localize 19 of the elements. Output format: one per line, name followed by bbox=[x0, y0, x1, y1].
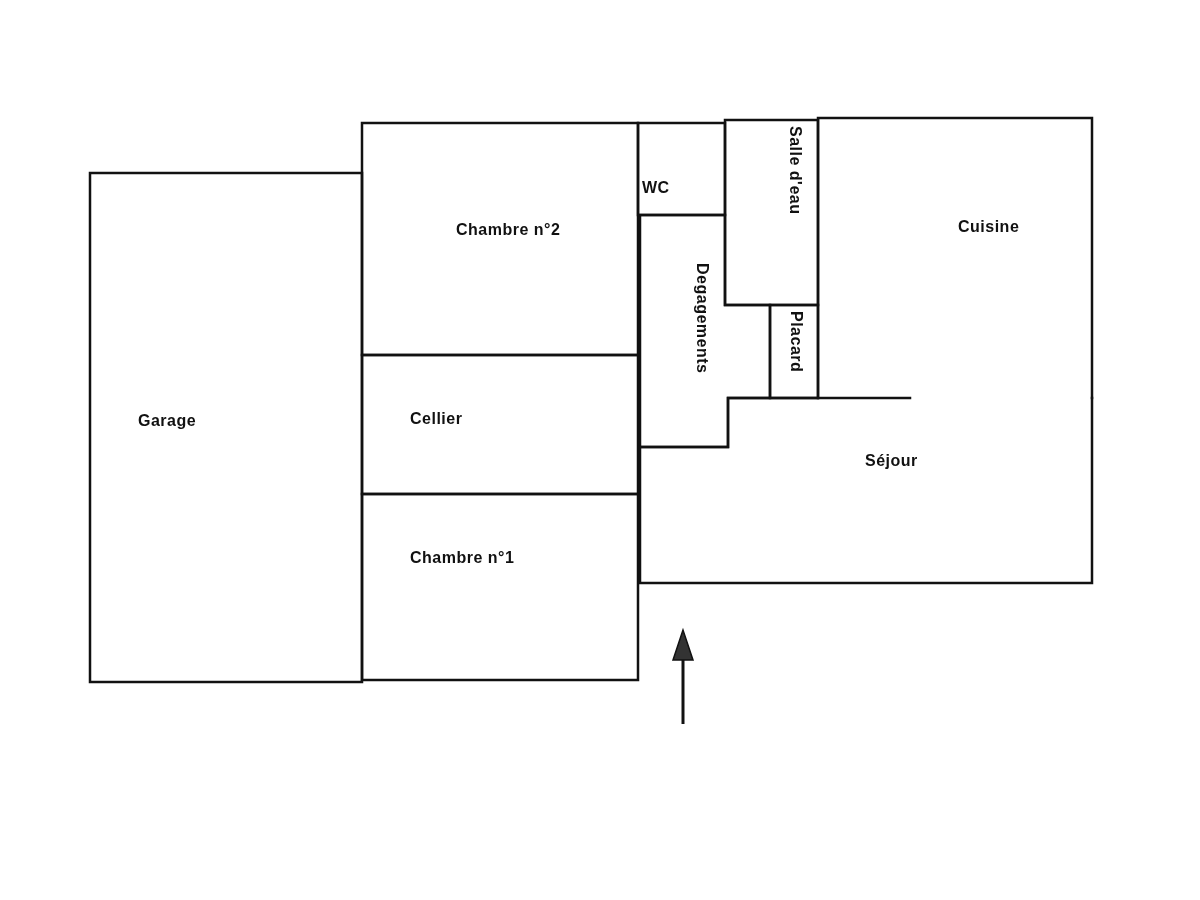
room bbox=[362, 494, 638, 680]
room bbox=[640, 215, 770, 447]
room-label: WC bbox=[642, 180, 670, 196]
room-label: Placard bbox=[788, 311, 804, 373]
room-label: Chambre n°1 bbox=[410, 550, 515, 566]
room-label: Chambre n°2 bbox=[456, 222, 561, 238]
room-label: Salle d'eau bbox=[787, 126, 803, 215]
room bbox=[640, 398, 1092, 583]
room bbox=[770, 305, 818, 398]
room-label: Garage bbox=[138, 413, 197, 429]
room bbox=[362, 355, 638, 494]
room bbox=[90, 173, 362, 682]
room-label: Séjour bbox=[865, 453, 918, 469]
room-label: Cuisine bbox=[958, 219, 1020, 235]
room-label: Degagements bbox=[694, 263, 710, 374]
room bbox=[638, 123, 725, 215]
room-label: Cellier bbox=[410, 411, 463, 427]
room bbox=[362, 123, 638, 355]
room bbox=[818, 118, 1092, 398]
